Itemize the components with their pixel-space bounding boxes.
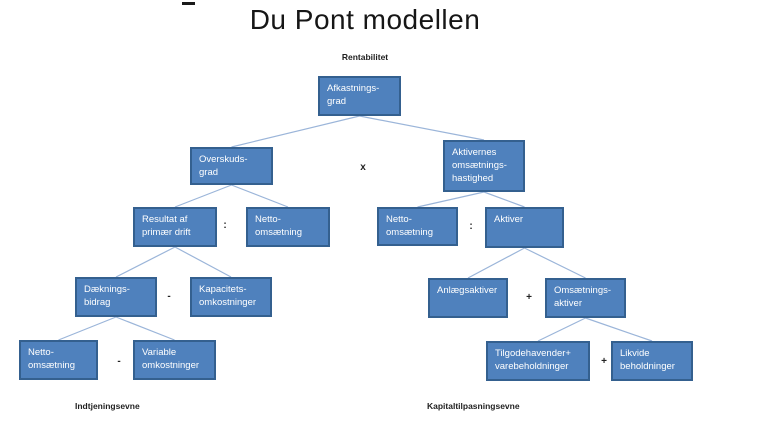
node-variable-omkostninger: Variable omkostninger	[133, 340, 216, 380]
node-label-line: Resultat af	[142, 214, 188, 225]
operator-plus-bottom: +	[601, 356, 607, 367]
node-label-line: Variable	[142, 347, 177, 358]
connector-aktivernes-omsaetningshastighed-to-aktiver	[483, 191, 525, 208]
stray-mark	[182, 2, 195, 5]
connector-aktiver-to-anlaegsaktiver	[467, 247, 525, 279]
connector-omsaetningsaktiver-to-likvide-beholdninger	[585, 317, 653, 342]
node-kapacitetsomkostninger: Kapacitets-omkostninger	[190, 277, 272, 317]
node-label-line: Anlægsaktiver	[437, 285, 498, 296]
node-label-line: Kapacitets-	[199, 284, 247, 295]
node-label-line: grad	[199, 167, 219, 178]
node-aktivernes-omsaetningshastighed: Aktivernes omsætnings-hastighed	[443, 140, 525, 192]
connector-omsaetningsaktiver-to-tilgodehavender-varebeholdninger	[537, 317, 586, 342]
node-anlaegsaktiver: Anlægsaktiver	[428, 278, 508, 318]
connector-overskudsgrad-to-resultat-af-primaer-drift	[174, 184, 232, 208]
node-netto-omsaetning-right: Netto-omsætning	[377, 207, 458, 246]
node-label-line: omsætnings-	[452, 160, 507, 171]
node-label-line: Netto-	[386, 214, 412, 225]
node-netto-omsaetning-bottom: Netto-omsætning	[19, 340, 98, 380]
node-resultat-af-primaer-drift: Resultat af primær drift	[133, 207, 217, 247]
node-label-line: Afkastnings-	[327, 83, 380, 94]
node-label-line: omsætning	[28, 360, 75, 371]
indtjeningsevne-label: Indtjeningsevne	[75, 401, 140, 411]
node-label-line: Dæknings-	[84, 284, 130, 295]
operator-divide-right: :	[469, 221, 473, 232]
connector-overskudsgrad-to-netto-omsaetning-left	[231, 184, 289, 208]
node-label-line: bidrag	[84, 297, 111, 308]
node-label-line: primær drift	[142, 227, 191, 238]
node-label-line: hastighed	[452, 173, 494, 184]
node-tilgodehavender-varebeholdninger: Tilgodehavender+ varebeholdninger	[486, 341, 590, 381]
connector-resultat-af-primaer-drift-to-kapacitetsomkostninger	[174, 246, 232, 278]
node-label-line: Netto-	[28, 347, 54, 358]
connector-resultat-af-primaer-drift-to-daekningsbidrag	[115, 246, 176, 278]
node-label-line: omsætning	[255, 227, 302, 238]
kapitaltilpasningsevne-label: Kapitaltilpasningsevne	[427, 401, 520, 411]
connector-daekningsbidrag-to-variable-omkostninger	[115, 316, 175, 341]
connector-aktivernes-omsaetningshastighed-to-netto-omsaetning-right	[417, 191, 485, 208]
node-netto-omsaetning-left: Netto-omsætning	[246, 207, 330, 247]
node-afkastningsgrad: Afkastnings-grad	[318, 76, 401, 116]
node-label-line: aktiver	[554, 298, 582, 309]
node-label-line: Omsætnings-	[554, 285, 612, 296]
node-daekningsbidrag: Dæknings-bidrag	[75, 277, 157, 317]
node-label-line: Aktiver	[494, 214, 524, 225]
operator-minus-mid: -	[167, 291, 171, 302]
operator-divide-left: :	[223, 220, 227, 231]
node-label-line: Likvide	[620, 348, 650, 359]
node-label-line: Overskuds-	[199, 154, 248, 165]
node-label-line: omkostninger	[142, 360, 200, 371]
node-label-line: Netto-	[255, 214, 281, 225]
connector-afkastningsgrad-to-aktivernes-omsaetningshastighed	[359, 115, 485, 141]
operator-plus-mid: +	[526, 292, 532, 303]
node-aktiver: Aktiver	[485, 207, 564, 248]
page-title: Du Pont modellen	[249, 4, 481, 35]
operator-multiply: x	[360, 162, 366, 173]
connector-daekningsbidrag-to-netto-omsaetning-bottom	[58, 316, 117, 341]
operator-minus-bottom: -	[117, 356, 121, 367]
connector-afkastningsgrad-to-overskudsgrad	[231, 115, 360, 148]
node-label-line: beholdninger	[620, 361, 675, 372]
node-omsaetningsaktiver: Omsætnings-aktiver	[545, 278, 626, 318]
node-likvide-beholdninger: Likvide beholdninger	[611, 341, 693, 381]
node-label-line: grad	[327, 96, 347, 107]
node-label-line: omkostninger	[199, 297, 257, 308]
node-label-line: varebeholdninger	[495, 361, 569, 372]
connector-aktiver-to-omsaetningsaktiver	[524, 247, 586, 279]
node-label-line: Tilgodehavender+	[495, 348, 571, 359]
node-label-line: omsætning	[386, 227, 433, 238]
node-overskudsgrad: Overskuds-grad	[190, 147, 273, 185]
node-label-line: Aktivernes	[452, 147, 497, 158]
rentabilitet-label: Rentabilitet	[341, 52, 389, 62]
